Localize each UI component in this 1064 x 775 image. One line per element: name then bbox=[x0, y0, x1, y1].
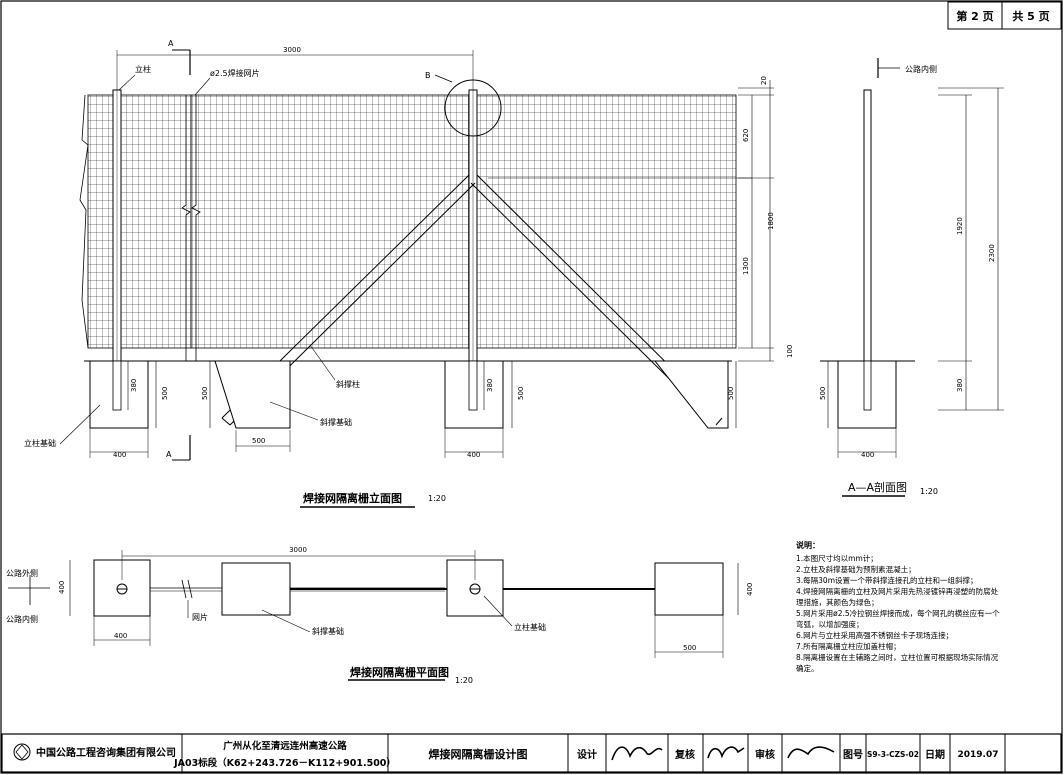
section-view bbox=[820, 58, 1004, 497]
company-logo bbox=[13, 743, 31, 761]
review-label: 复核 bbox=[674, 748, 695, 761]
note-item: 3.每隔30m设置一个带斜撑连接孔的立柱和一组斜撑； bbox=[796, 576, 978, 585]
plan-dim-500: 500 bbox=[683, 644, 696, 652]
section-dim-2300: 2300 bbox=[988, 244, 996, 262]
page-total: 共 5 页 bbox=[1012, 9, 1049, 23]
plan-view bbox=[8, 550, 739, 681]
span-dim: 3000 bbox=[283, 46, 301, 54]
section-dim-400: 400 bbox=[861, 451, 874, 459]
dim-500-bottom: 500 bbox=[252, 437, 265, 445]
plan-road-outer: 公路外侧 bbox=[6, 568, 38, 578]
drawing-title: 焊接网隔离栅设计图 bbox=[429, 747, 528, 761]
dim-500-left: 500 bbox=[161, 387, 169, 400]
section-dim-500: 500 bbox=[819, 387, 827, 400]
note-item: 7.所有隔离栅立柱应加盖柱帽； bbox=[796, 642, 901, 651]
project-line2: JA03标段（K62+243.726－K112+901.500） bbox=[173, 757, 396, 769]
notes-title: 说明： bbox=[796, 541, 820, 550]
dim-380-mid: 380 bbox=[486, 379, 494, 392]
note-item: 6.网片与立柱采用高强不锈钢丝卡子现场连接； bbox=[796, 631, 954, 640]
check-label: 审核 bbox=[755, 748, 775, 761]
section-dim-380: 380 bbox=[956, 379, 964, 392]
designer-signature bbox=[611, 746, 663, 761]
elevation-scale: 1:20 bbox=[428, 494, 446, 503]
dim-620: 620 bbox=[742, 129, 750, 142]
plan-dim-400-left: 400 bbox=[58, 581, 66, 594]
dim-500-brace: 500 bbox=[201, 387, 209, 400]
section-scale: 1:20 bbox=[920, 487, 938, 496]
plan-label-mesh: 网片 bbox=[192, 612, 208, 622]
plan-dim-400-bottom: 400 bbox=[114, 632, 127, 640]
brace-foundation-left bbox=[214, 360, 291, 429]
plan-road-inner: 公路内侧 bbox=[6, 614, 38, 624]
label-mesh: ø2.5焊接网片 bbox=[210, 68, 260, 78]
dim-100: 100 bbox=[786, 345, 794, 358]
drawing-no-label: 图号 bbox=[843, 749, 863, 761]
dim-400-left: 400 bbox=[113, 451, 126, 459]
dim-500-mid: 500 bbox=[517, 387, 525, 400]
section-dim-1920: 1920 bbox=[956, 217, 964, 235]
dim-top-gap: 20 bbox=[760, 76, 768, 85]
label-brace: 斜撑柱 bbox=[336, 379, 360, 389]
plan-title: 焊接网隔离栅平面图 bbox=[350, 665, 449, 679]
brace-foundation-right bbox=[653, 360, 729, 429]
reviewer-signature bbox=[707, 746, 745, 759]
label-brace-foundation: 斜撑基础 bbox=[320, 417, 352, 427]
plan-label-post-foundation: 立柱基础 bbox=[514, 622, 546, 632]
note-item: 5.网片采用ø2.5冷拉钢丝焊接而成，每个网孔的横丝应有一个弯弧，以增加强度； bbox=[796, 609, 1000, 629]
plan-brace-foundation-right bbox=[654, 562, 724, 616]
page-current: 第 2 页 bbox=[956, 9, 993, 23]
dim-1300: 1300 bbox=[742, 257, 750, 275]
project-line1: 广州从化至清远连州高速公路 bbox=[223, 740, 347, 752]
dim-1800: 1800 bbox=[767, 212, 775, 230]
title-block bbox=[1, 733, 1062, 773]
note-item: 4.焊接网隔离栅的立柱及网片采用先热浸镀锌再浸塑的防腐处理措施，其颜色为绿色； bbox=[796, 587, 999, 607]
date-label: 日期 bbox=[925, 748, 945, 761]
checker-signature bbox=[787, 746, 835, 759]
plan-dim-400-right: 400 bbox=[746, 583, 754, 596]
notes-block: 说明： 1.本图尺寸均以mm计； 2.立柱及斜撑基础为预制素混凝土； 3.每隔3… bbox=[796, 540, 1001, 674]
date-value: 2019.07 bbox=[958, 750, 999, 760]
company-name: 中国公路工程咨询集团有限公司 bbox=[36, 746, 176, 759]
note-item: 1.本图尺寸均以mm计； bbox=[796, 554, 878, 563]
label-post-foundation: 立柱基础 bbox=[24, 438, 56, 448]
plan-scale: 1:20 bbox=[455, 676, 473, 685]
section-mark-bottom: A bbox=[166, 450, 172, 459]
detail-b-mark: B bbox=[425, 71, 431, 80]
label-post: 立柱 bbox=[135, 64, 151, 74]
section-mark-top: A bbox=[168, 39, 174, 48]
plan-span-dim: 3000 bbox=[289, 546, 307, 554]
section-title: A—A剖面图 bbox=[848, 480, 907, 494]
dim-400-mid: 400 bbox=[467, 451, 480, 459]
note-item: 2.立柱及斜撑基础为预制素混凝土； bbox=[796, 565, 916, 574]
dim-380-left: 380 bbox=[130, 379, 138, 392]
design-label: 设计 bbox=[577, 748, 597, 761]
dim-500-right: 500 bbox=[727, 387, 735, 400]
section-road-inner: 公路内侧 bbox=[905, 64, 937, 74]
elevation-title: 焊接网隔离栅立面图 bbox=[303, 491, 402, 505]
page-indicator: 第 2 页 共 5 页 bbox=[947, 1, 1062, 30]
plan-brace-foundation-left bbox=[221, 562, 291, 616]
drawing-no: S9-3-CZS-02 bbox=[867, 750, 919, 759]
mesh-panel-main bbox=[190, 94, 737, 349]
plan-label-brace-foundation: 斜撑基础 bbox=[312, 626, 344, 636]
note-item: 8.隔离栅设置在主辅路之间时，立柱位置可根据现场实际情况确定。 bbox=[796, 653, 999, 673]
mesh-panel-left bbox=[87, 94, 192, 349]
elevation-view bbox=[59, 49, 774, 508]
